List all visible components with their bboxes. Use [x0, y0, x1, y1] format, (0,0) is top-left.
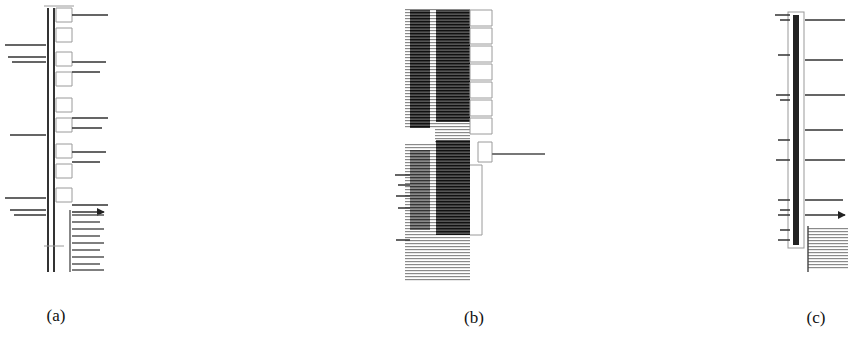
tree-c	[775, 12, 848, 272]
tree-a	[5, 6, 108, 272]
left-links	[395, 175, 410, 240]
leaf-stack	[808, 228, 848, 270]
spine	[48, 8, 54, 272]
right-arrows	[805, 20, 845, 215]
panel-label: (c)	[807, 308, 826, 328]
gap	[405, 128, 435, 144]
branch-link	[492, 153, 545, 155]
right-arrows	[72, 15, 108, 212]
dense-block	[436, 10, 470, 122]
leaf-edge	[807, 226, 808, 272]
dense-block	[436, 140, 470, 235]
panel-label: (a)	[47, 306, 66, 326]
branch-boxes	[470, 10, 492, 235]
spine-outline	[788, 12, 804, 248]
dense-block	[410, 150, 430, 230]
left-links	[5, 45, 46, 215]
spine	[793, 15, 799, 245]
panel-label: (b)	[464, 308, 484, 328]
leaf-column	[70, 210, 104, 272]
dense-block	[410, 10, 430, 128]
left-links	[775, 15, 790, 240]
leaf-stack	[405, 8, 470, 282]
tree-b	[395, 8, 545, 282]
